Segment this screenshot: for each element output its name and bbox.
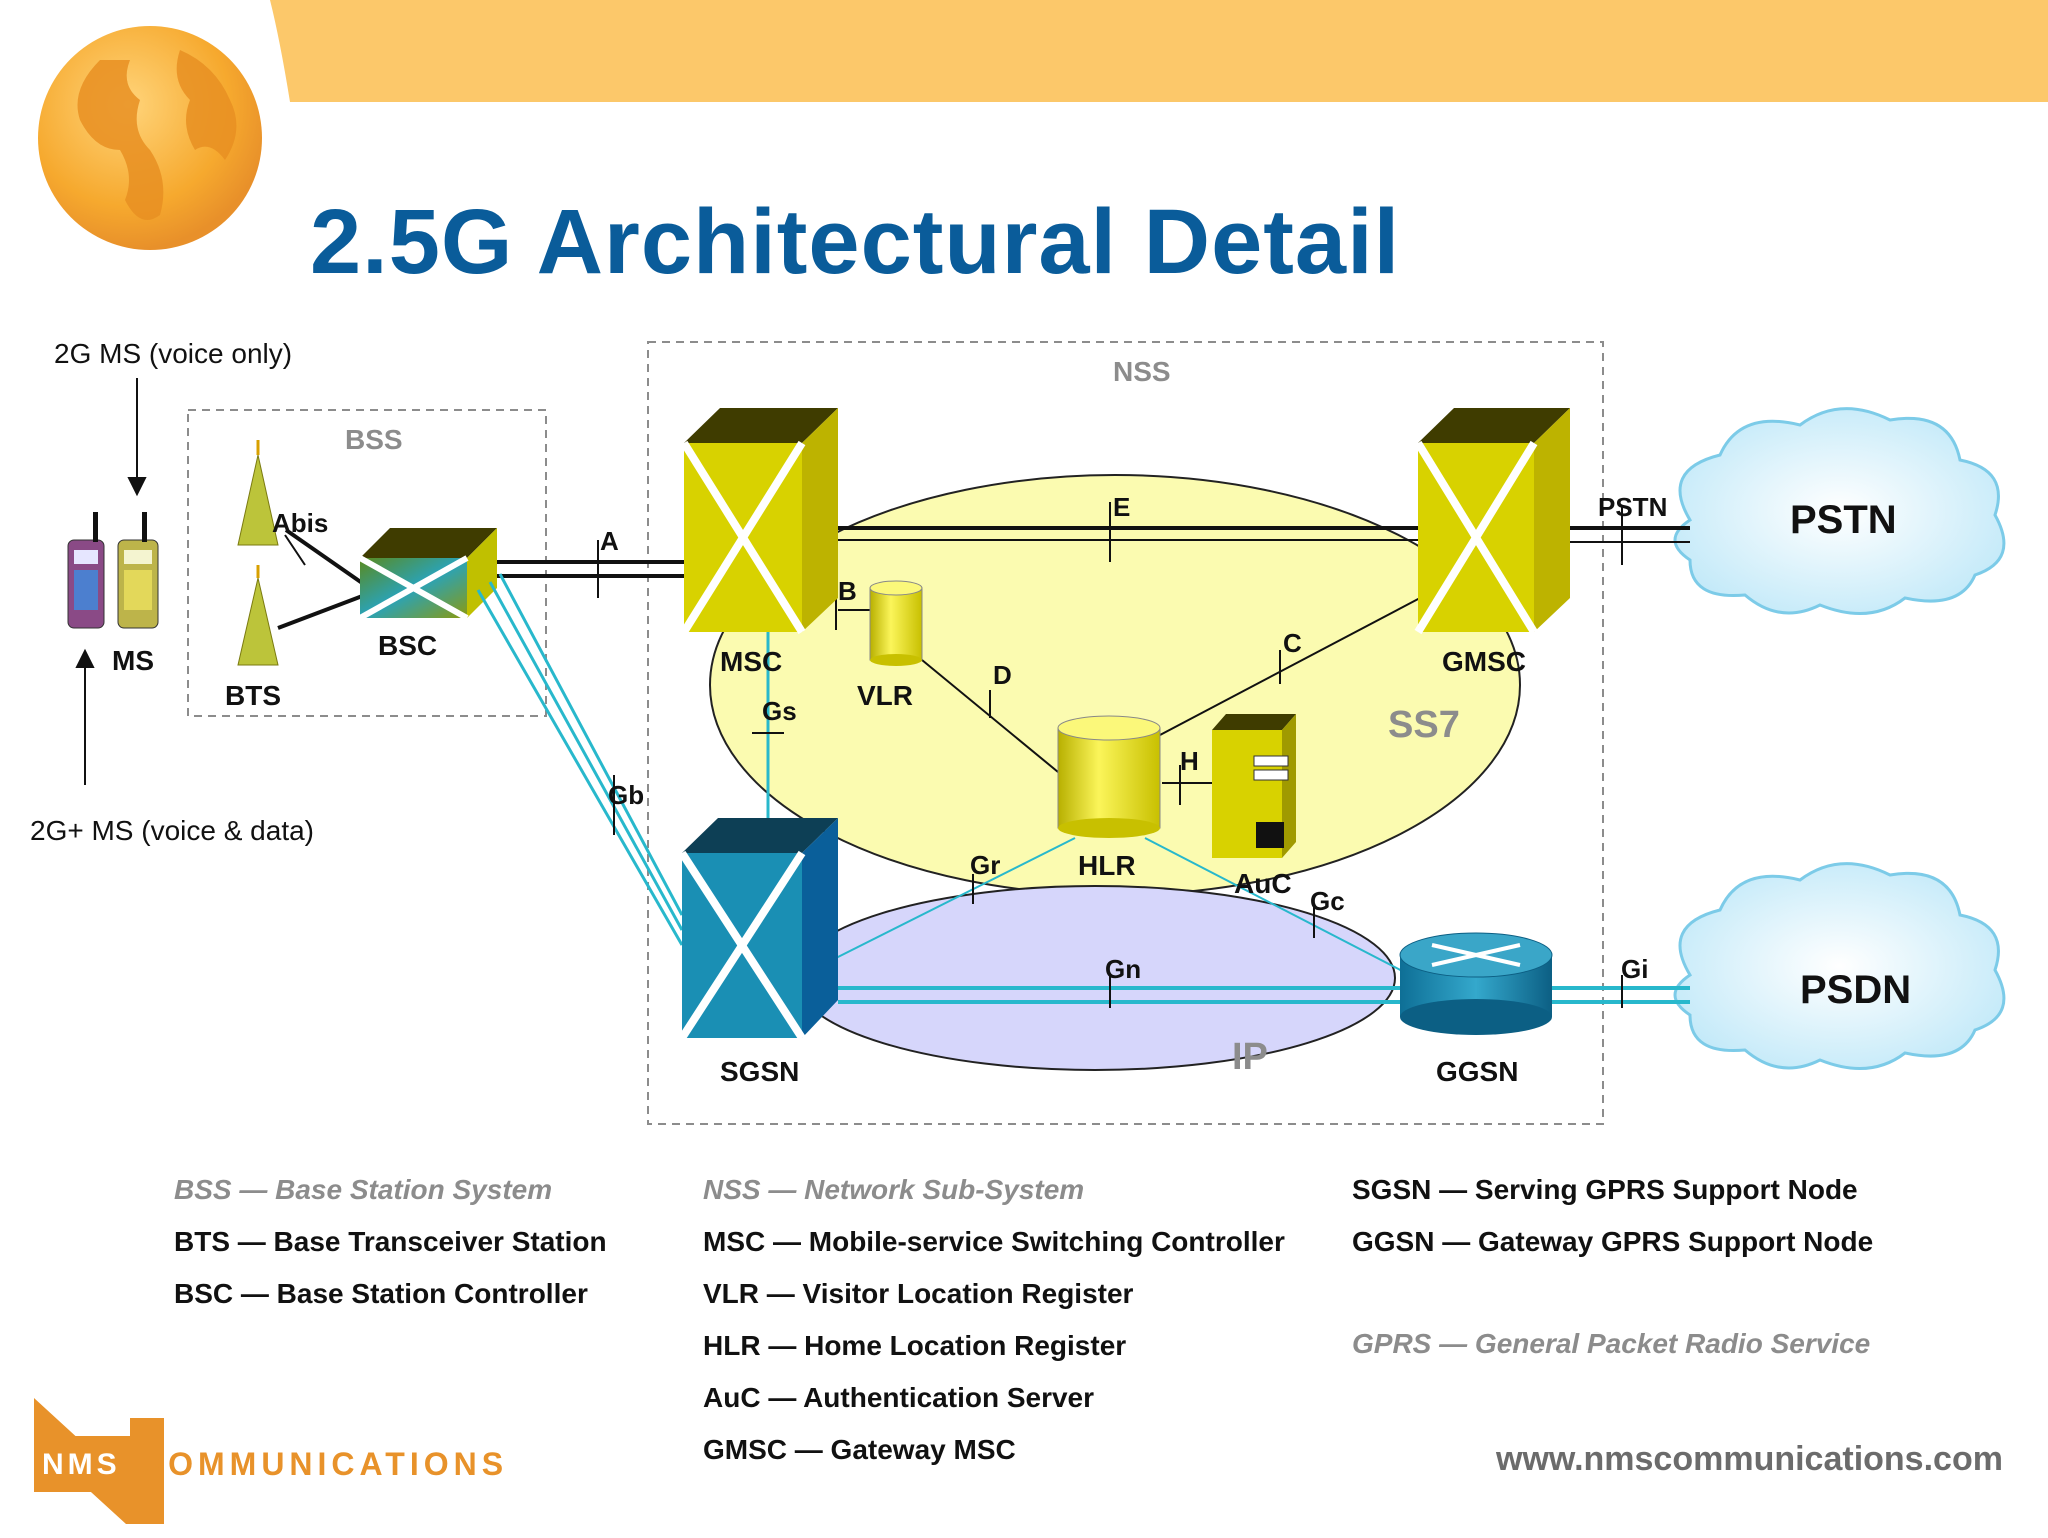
footer-url[interactable]: www.nmscommunications.com xyxy=(1496,1440,2003,1478)
phone-2g-icon xyxy=(117,512,159,629)
abis-tick xyxy=(284,534,306,566)
nms-logo-icon xyxy=(34,1398,164,1524)
label-hlr: HLR xyxy=(1078,850,1136,881)
legend-gmsc: GMSC — Gateway MSC xyxy=(703,1434,1016,1465)
top-banner xyxy=(270,0,2048,102)
a-link xyxy=(497,560,684,578)
iface-d: D xyxy=(993,660,1012,690)
iface-gr: Gr xyxy=(970,850,1001,880)
nss-boundary xyxy=(647,341,1604,1125)
label-bts: BTS xyxy=(225,680,281,711)
legend-sgsn: SGSN — Serving GPRS Support Node xyxy=(1352,1174,1858,1205)
label-2gplus-ms: 2G+ MS (voice & data) xyxy=(30,815,315,846)
pstn-cloud-shape xyxy=(1673,407,2006,615)
iface-gc: Gc xyxy=(1310,886,1345,916)
label-ss7: SS7 xyxy=(1388,704,1460,746)
auc-server-icon xyxy=(1212,714,1296,858)
label-vlr: VLR xyxy=(857,680,913,711)
legend-vlr: VLR — Visitor Location Register xyxy=(703,1278,1134,1309)
legend-hlr: HLR — Home Location Register xyxy=(703,1330,1127,1361)
phone-2gplus-icon xyxy=(67,512,105,629)
legend-gprs: GPRS — General Packet Radio Service xyxy=(1352,1328,1871,1359)
legend-auc: AuC — Authentication Server xyxy=(703,1382,1095,1413)
label-msc: MSC xyxy=(720,646,783,677)
legend-msc: MSC — Mobile-service Switching Controlle… xyxy=(703,1226,1285,1257)
iface-h: H xyxy=(1180,746,1199,776)
abis-links xyxy=(277,528,367,630)
hlr-database-icon xyxy=(1057,715,1161,838)
globe-icon xyxy=(38,26,262,250)
iface-gb: Gb xyxy=(608,780,645,810)
gc-link xyxy=(1144,837,1411,976)
iface-pstn: PSTN xyxy=(1598,492,1668,522)
label-auc: AuC xyxy=(1234,868,1292,899)
gn-link xyxy=(838,986,1400,1004)
logo-nms-text: NMS xyxy=(42,1448,121,1481)
label-ggsn: GGSN xyxy=(1436,1056,1519,1087)
iface-gi: Gi xyxy=(1621,954,1649,984)
iface-gs: Gs xyxy=(762,696,797,726)
ggsn-router-icon xyxy=(1399,932,1553,1035)
iface-a: A xyxy=(600,526,619,556)
label-pstn-cloud: PSTN xyxy=(1790,498,1897,542)
iface-b: B xyxy=(838,576,857,606)
ip-cloud xyxy=(794,885,1396,1071)
psdn-cloud-shape xyxy=(1673,862,2006,1070)
legend-bss: BSS — Base Station System xyxy=(174,1174,553,1205)
label-ip: IP xyxy=(1232,1036,1268,1078)
c-link xyxy=(1159,597,1421,736)
label-ms: MS xyxy=(112,645,154,676)
legend-bsc: BSC — Base Station Controller xyxy=(174,1278,588,1309)
label-bss: BSS xyxy=(345,424,403,455)
gmsc-switch-icon xyxy=(1414,408,1570,635)
label-nss: NSS xyxy=(1113,356,1171,387)
arrow-2g-ms xyxy=(127,378,147,497)
arrow-2gplus-ms xyxy=(75,648,95,785)
legend-ggsn: GGSN — Gateway GPRS Support Node xyxy=(1352,1226,1874,1257)
gr-link xyxy=(831,837,1076,961)
label-gmsc: GMSC xyxy=(1442,646,1526,677)
sgsn-switch-icon xyxy=(678,818,838,1041)
label-bsc: BSC xyxy=(378,630,438,661)
bsc-switch-icon xyxy=(358,528,497,621)
iface-e: E xyxy=(1113,492,1131,522)
iface-abis: Abis xyxy=(272,508,329,538)
legend-bts: BTS — Base Transceiver Station xyxy=(174,1226,607,1257)
label-2g-ms: 2G MS (voice only) xyxy=(54,338,293,369)
iface-gn: Gn xyxy=(1105,954,1142,984)
page-title: 2.5G Architectural Detail xyxy=(310,191,1401,293)
legend-nss: NSS — Network Sub-System xyxy=(703,1174,1085,1205)
label-sgsn: SGSN xyxy=(720,1056,800,1087)
label-psdn-cloud: PSDN xyxy=(1800,968,1912,1012)
gb-links xyxy=(476,573,684,946)
bts-tower-icon xyxy=(237,440,279,666)
logo-communications-text: COMMUNICATIONS xyxy=(140,1446,509,1482)
vlr-database-icon xyxy=(869,580,923,666)
iface-c: C xyxy=(1283,628,1302,658)
msc-switch-icon xyxy=(680,408,838,635)
